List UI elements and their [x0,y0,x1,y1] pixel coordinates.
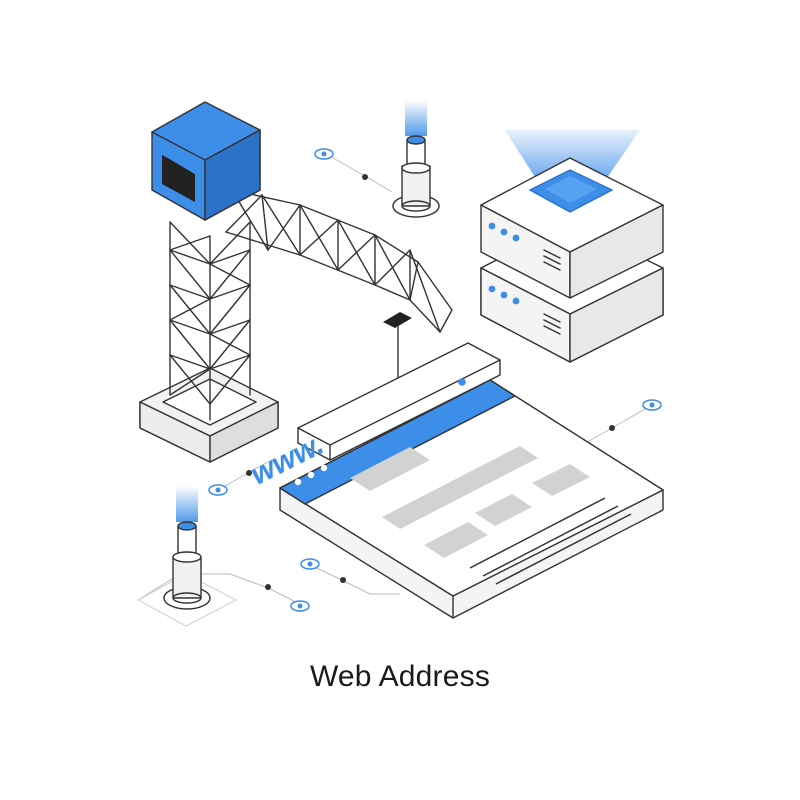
network-node-icon [208,148,662,612]
crane-icon [139,101,453,463]
server-rack-icon [480,130,664,363]
beacon-pillar-icon [392,100,440,218]
browser-window-icon [279,379,664,619]
beacon-pillar-icon [136,486,238,627]
page-title: Web Address [309,660,491,693]
